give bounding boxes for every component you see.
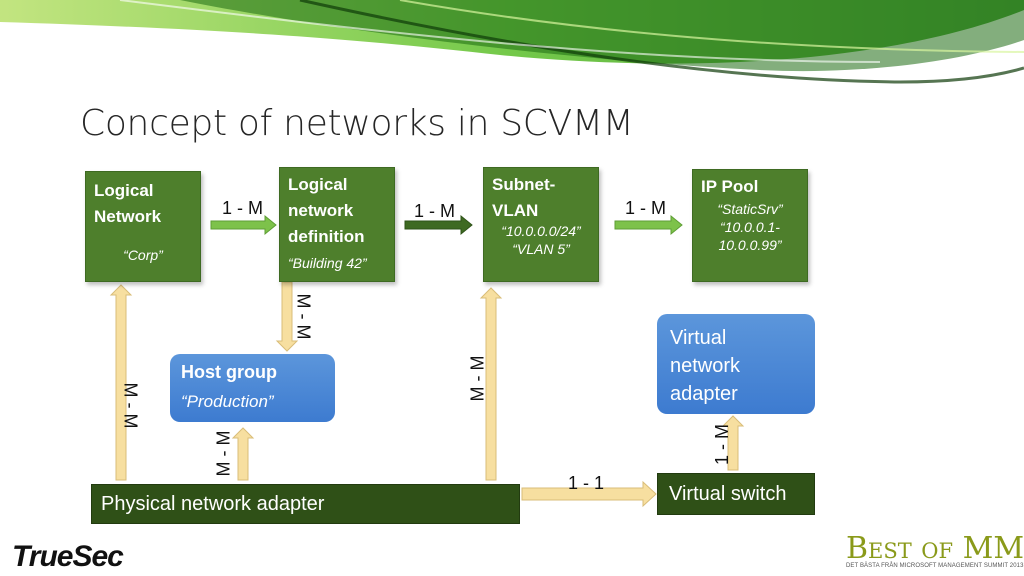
relation-label-lnd-hostgroup: M - M bbox=[293, 293, 314, 340]
relation-label-pna-subnet: M - M bbox=[467, 355, 488, 402]
arrow-subnet-to-pool bbox=[614, 214, 683, 236]
ip-pool-box: IP Pool “StaticSrv” “10.0.0.1- 10.0.0.99… bbox=[692, 169, 808, 282]
physical-network-adapter-box: Physical network adapter bbox=[91, 484, 520, 524]
relation-label-pna-vswitch: 1 - 1 bbox=[568, 473, 605, 493]
relation-label-pna-hostgroup: M - M bbox=[213, 430, 234, 477]
green-swoosh-banner bbox=[0, 0, 1024, 84]
arrow-lnd-to-subnet bbox=[404, 214, 473, 236]
best-of-mms-logo: Best of MMS bbox=[846, 531, 1024, 566]
arrow-pna-to-vswitch bbox=[521, 480, 657, 508]
arrow-pna-to-subnet bbox=[479, 287, 503, 481]
relation-label-pna-ln: M - M bbox=[120, 382, 141, 429]
virtual-network-adapter-box: Virtual network adapter bbox=[657, 314, 815, 414]
logical-network-definition-box: Logical network definition “Building 42” bbox=[279, 167, 395, 282]
host-group-box: Host group “Production” bbox=[170, 354, 335, 422]
relation-label-ln-lnd: 1 - M bbox=[222, 198, 264, 218]
slide-title: Concept of networks in SCVMM bbox=[80, 103, 634, 144]
arrow-vswitch-to-vna bbox=[721, 415, 745, 471]
virtual-switch-box: Virtual switch bbox=[657, 473, 815, 515]
truesec-logo: TrueSec bbox=[12, 540, 124, 573]
best-of-mms-subtitle: DET BÄSTA FRÅN MICROSOFT MANAGEMENT SUMM… bbox=[846, 563, 1024, 569]
arrow-ln-to-lnd bbox=[210, 214, 277, 236]
logical-network-box: Logical Network “Corp” bbox=[85, 171, 201, 282]
arrow-pna-to-ln bbox=[109, 284, 133, 481]
subnet-vlan-box: Subnet- VLAN “10.0.0.0/24” “VLAN 5” bbox=[483, 167, 599, 282]
relation-label-lnd-subnet: 1 - M bbox=[414, 201, 456, 221]
relation-label-subnet-pool: 1 - M bbox=[625, 198, 667, 218]
relation-label-vswitch-vna: 1 - M bbox=[712, 423, 733, 466]
arrow-lnd-to-hostgroup bbox=[275, 281, 299, 352]
arrow-pna-to-hostgroup bbox=[231, 427, 255, 481]
